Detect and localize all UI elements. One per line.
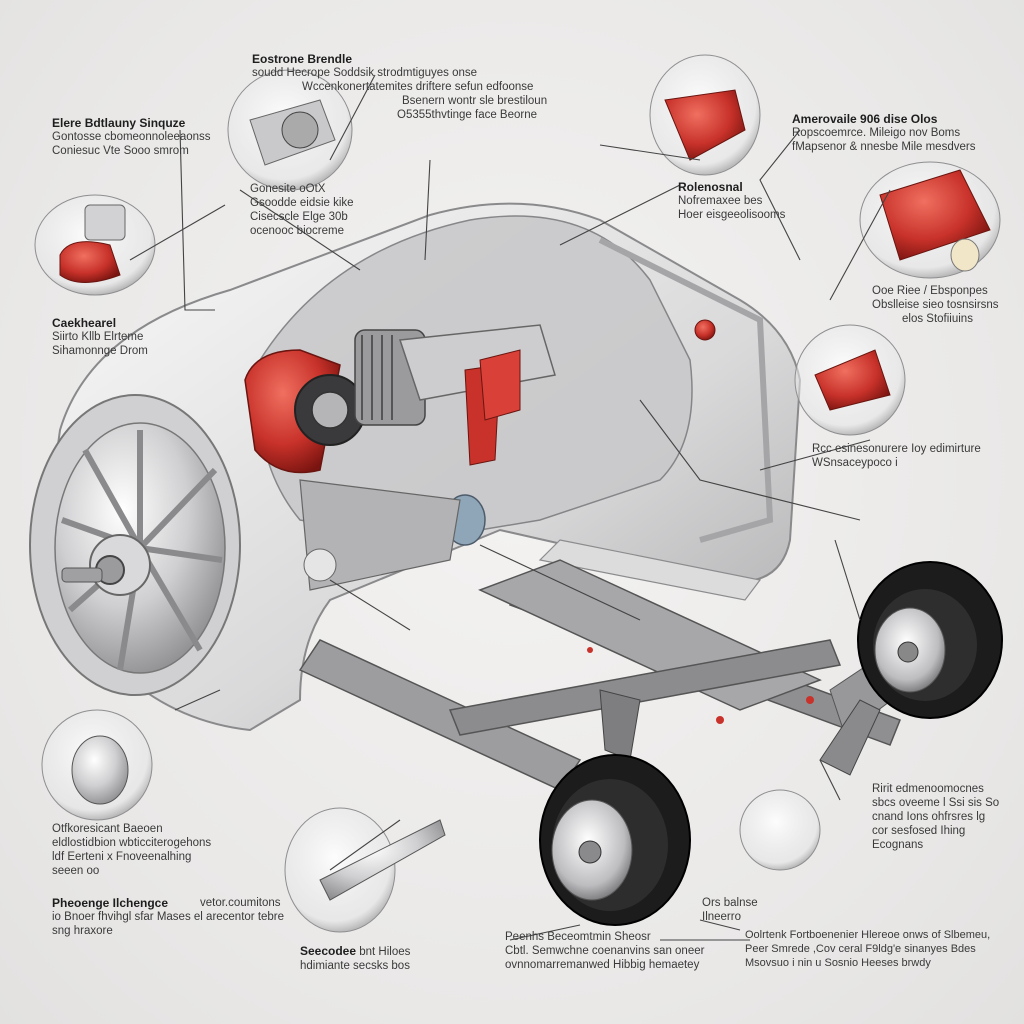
label-line: Ecognans <box>872 839 924 851</box>
label-line: ovnnomarremanwed Hibbig hemaetey <box>505 959 700 971</box>
label-line: elos Stofiiuins <box>902 313 973 325</box>
component-bubble-bottom-right <box>739 789 821 871</box>
label-bottom-left-2: Pheoenge Ilchengce vetor.coumitons io Bn… <box>52 896 284 938</box>
component-bubble-bottom-center-left <box>284 807 446 933</box>
label-line: io Bnoer fhvihgl sfar Mases el arecentor… <box>52 911 285 923</box>
label-line: Ooe Riee / Ebsponpes <box>872 285 988 297</box>
label-line: Obslleise sieo tosnsirsns <box>872 299 999 311</box>
label-line: fMapsenor & nnesbe Mile mesdvers <box>792 141 976 153</box>
component-bubble-bottom-left <box>41 709 153 821</box>
label-bottom-center-right: Ors balnse Ilneerro <box>702 896 758 924</box>
label-title: Caekhearel <box>52 316 117 330</box>
component-bubble-right-middle <box>794 324 906 436</box>
label-line: eldlostidbion wbticciterogehons <box>52 837 212 849</box>
label-left: Caekhearel Siirto Kllb Elrteme Sihamonng… <box>52 316 148 358</box>
label-line: Cisecscle Elge 30b <box>250 211 348 223</box>
label-line: Sihamonnge Drom <box>52 345 148 357</box>
label-line: Rcc esinesonurere Ioy edimirture <box>812 443 981 455</box>
label-line: cnand Ions ohfrsres lg <box>872 811 986 823</box>
label-line: Gontosse cbomeonnoleeaonss <box>52 131 211 143</box>
label-bottom-center: Peenhs Beceomtmin Sheosr Cbtl. Semwchne … <box>505 930 704 972</box>
label-line: seeen oo <box>52 865 100 877</box>
leader-lines <box>129 74 891 941</box>
engine-block <box>244 324 556 591</box>
label-line: WSnsaceypoco i <box>812 457 898 469</box>
label-line: vetor.coumitons <box>200 897 281 909</box>
label-line: Ors balnse <box>702 897 758 909</box>
component-bubble-top-right <box>649 54 761 176</box>
label-top-left: Elere Bdtlauny Sinquze Gontosse cbomeonn… <box>52 116 211 158</box>
label-line: bnt Hiloes <box>359 946 411 958</box>
label-line: Otfkoresicant Baeoen <box>52 823 163 835</box>
label-line: Peenhs Beceomtmin Sheosr <box>505 931 651 943</box>
label-line: Ropscoemrce. Mileigo nov Boms <box>792 127 961 139</box>
label-line: Gsoodde eidsie kike <box>250 197 354 209</box>
label-title: Seecodee <box>300 944 357 958</box>
label-line: Ririt edmenoomocnes <box>872 783 984 795</box>
label-line: Cbtl. Semwchne coenanvins san oneer <box>505 945 705 957</box>
label-line: sbcs oveeme l Ssi sis So <box>872 797 1000 809</box>
label-line: hdimiante secsks bos <box>300 960 410 972</box>
label-line: Ilneerro <box>702 911 741 923</box>
label-right-upper: Ooe Riee / Ebsponpes Obslleise sieo tosn… <box>872 284 999 326</box>
label-mid-left-small: Gonesite oOtX Gsoodde eidsie kike Cisecs… <box>250 182 354 238</box>
component-bubble-right-upper <box>859 161 1001 279</box>
component-bubble-top-center <box>227 69 353 191</box>
label-title: Rolenosnal <box>678 180 743 194</box>
label-title: Eostrone Brendle <box>252 52 353 66</box>
label-line: Coniesuc Vte Sooo smrom <box>52 145 189 157</box>
label-line: ocenooc biocreme <box>250 225 344 237</box>
front-right-wheel <box>539 754 691 926</box>
label-line: sng hraxore <box>52 925 113 937</box>
small-red-connector <box>694 319 716 341</box>
label-line: Msovsuo i nin u Sosnio Heeses brwdy <box>745 957 931 969</box>
label-right-middle: Rcc esinesonurere Ioy edimirture WSnsace… <box>812 442 981 470</box>
label-line: Wccenkonertatemites driftere sefun edfoo… <box>302 81 534 93</box>
label-center-top: Rolenosnal Nofremaxee bes Hoer eisgeeoli… <box>678 180 785 222</box>
label-title: Pheoenge Ilchengce <box>52 896 169 910</box>
component-bubble-top-left <box>34 194 156 296</box>
label-line: Bsenern wontr sle brestiloun <box>402 95 548 107</box>
label-line: Hoer eisgeeolisooms <box>678 209 786 221</box>
label-line: Siirto Kllb Elrteme <box>52 331 144 343</box>
label-line: soudd Hecrope Soddsik strodmtiguyes onse <box>252 67 478 79</box>
label-line: O5355thvtinge face Beorne <box>397 109 538 121</box>
label-top-center: Eostrone Brendle soudd Hecrope Soddsik s… <box>252 52 547 122</box>
label-bottom-center-left: Seecodee bnt Hiloes hdimiante secsks bos <box>300 944 410 973</box>
label-title: Amerovaile 906 dise Olos <box>792 112 938 126</box>
label-bottom-right-2: Oolrtenk Fortboenenier Hlereoe onws of S… <box>745 928 990 970</box>
label-line: Nofremaxee bes <box>678 195 763 207</box>
rear-right-wheel <box>857 561 1003 719</box>
front-wheel-fan <box>29 394 241 696</box>
label-title: Elere Bdtlauny Sinquze <box>52 116 186 130</box>
label-line: ldf Eerteni x Fnoveenalhing <box>52 851 192 863</box>
label-line: Peer Smrede ,Cov ceral F9ldg'e sinanyes … <box>745 943 976 955</box>
label-bottom-left-1: Otfkoresicant Baeoen eldlostidbion wbtic… <box>52 822 211 878</box>
label-line: Oolrtenk Fortboenenier Hlereoe onws of S… <box>745 929 991 941</box>
label-line: cor sesfosed Ihing <box>872 825 966 837</box>
label-line: Gonesite oOtX <box>250 183 326 195</box>
label-top-right: Amerovaile 906 dise Olos Ropscoemrce. Mi… <box>792 112 975 154</box>
label-bottom-right-1: Ririt edmenoomocnes sbcs oveeme l Ssi si… <box>872 782 999 852</box>
